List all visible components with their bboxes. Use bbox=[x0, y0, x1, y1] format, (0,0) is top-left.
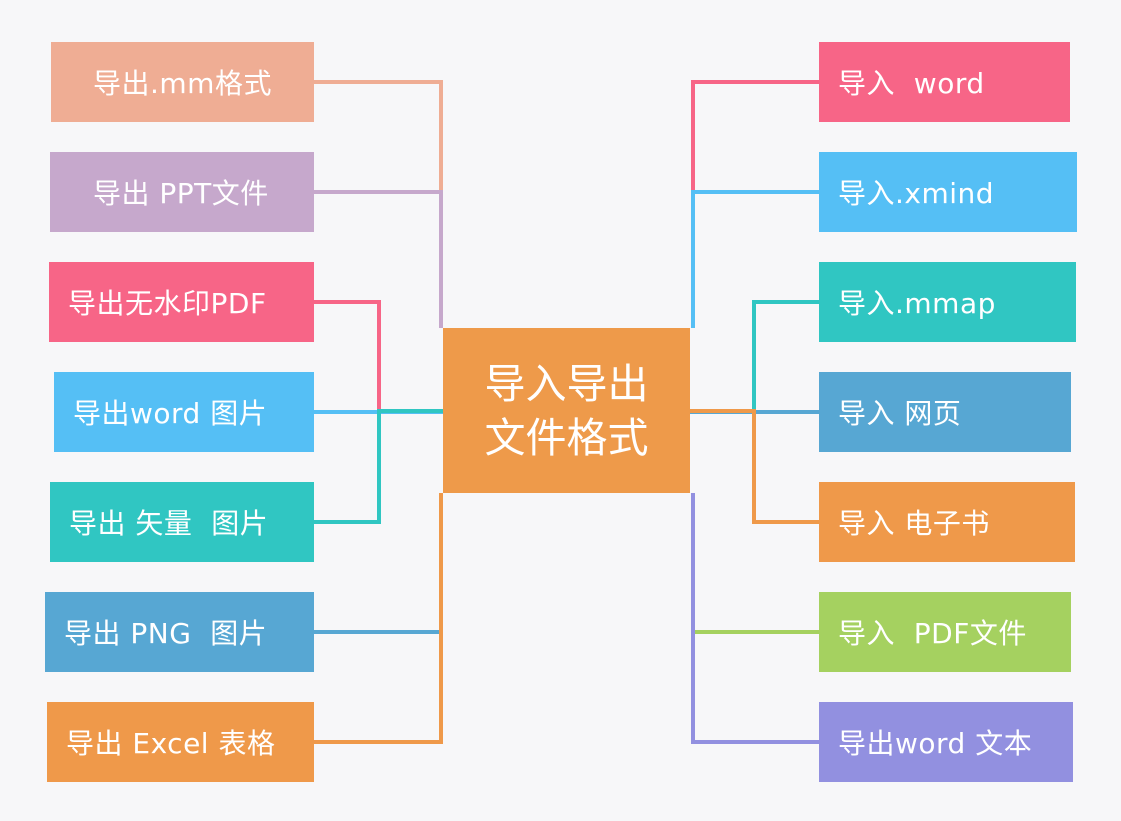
right-topic-label: 导入 网页 bbox=[838, 397, 962, 430]
connector-right-2 bbox=[690, 300, 819, 413]
central-topic[interactable]: 导入导出 文件格式 bbox=[443, 328, 690, 493]
right-topic-label: 导入 电子书 bbox=[838, 507, 990, 540]
connector-right-0 bbox=[691, 80, 819, 328]
right-topic-word-import[interactable]: 导入 word bbox=[819, 42, 1070, 122]
right-topic-label: 导入.mmap bbox=[838, 287, 996, 320]
left-topic-label: 导出无水印PDF bbox=[68, 287, 267, 320]
left-topic-word-image-export[interactable]: 导出word 图片 bbox=[54, 372, 314, 452]
left-topic-png-export[interactable]: 导出 PNG 图片 bbox=[45, 592, 314, 672]
right-topic-label: 导出word 文本 bbox=[838, 727, 1033, 760]
right-topic-label: 导入 word bbox=[838, 67, 985, 100]
connector-right-4 bbox=[690, 409, 819, 524]
left-topic-label: 导出 PNG 图片 bbox=[64, 617, 268, 650]
central-topic-line-2: 文件格式 bbox=[484, 413, 649, 462]
right-topic-word-text-export[interactable]: 导出word 文本 bbox=[819, 702, 1073, 782]
left-topic-label: 导出 Excel 表格 bbox=[66, 727, 276, 760]
right-topic-mmap-import[interactable]: 导入.mmap bbox=[819, 262, 1076, 342]
connector-left-0 bbox=[314, 80, 443, 328]
connector-right-1 bbox=[691, 190, 819, 328]
left-topic-label: 导出.mm格式 bbox=[93, 67, 272, 100]
right-topic-ebook-import[interactable]: 导入 电子书 bbox=[819, 482, 1075, 562]
right-topic-xmind-import[interactable]: 导入.xmind bbox=[819, 152, 1077, 232]
right-topic-label: 导入.xmind bbox=[838, 177, 995, 210]
left-topic-vector-image-export[interactable]: 导出 矢量 图片 bbox=[50, 482, 314, 562]
central-topic-line-1: 导入导出 bbox=[484, 359, 649, 408]
left-topic-ppt-export[interactable]: 导出 PPT文件 bbox=[50, 152, 314, 232]
left-topic-label: 导出word 图片 bbox=[73, 397, 268, 430]
connector-left-4 bbox=[314, 409, 443, 524]
connector-right-6 bbox=[691, 493, 819, 744]
right-topic-label: 导入 PDF文件 bbox=[838, 617, 1027, 650]
left-topic-pdf-export[interactable]: 导出无水印PDF bbox=[49, 262, 314, 342]
connector-left-6 bbox=[314, 493, 443, 744]
left-topic-label: 导出 矢量 图片 bbox=[69, 507, 269, 540]
connector-left-2 bbox=[314, 300, 443, 413]
left-topic-label: 导出 PPT文件 bbox=[93, 177, 269, 210]
left-topic-excel-export[interactable]: 导出 Excel 表格 bbox=[47, 702, 314, 782]
right-topic-webpage-import[interactable]: 导入 网页 bbox=[819, 372, 1071, 452]
left-topic-mm-export[interactable]: 导出.mm格式 bbox=[51, 42, 314, 122]
connector-left-1 bbox=[314, 190, 443, 328]
right-topic-pdf-import[interactable]: 导入 PDF文件 bbox=[819, 592, 1071, 672]
